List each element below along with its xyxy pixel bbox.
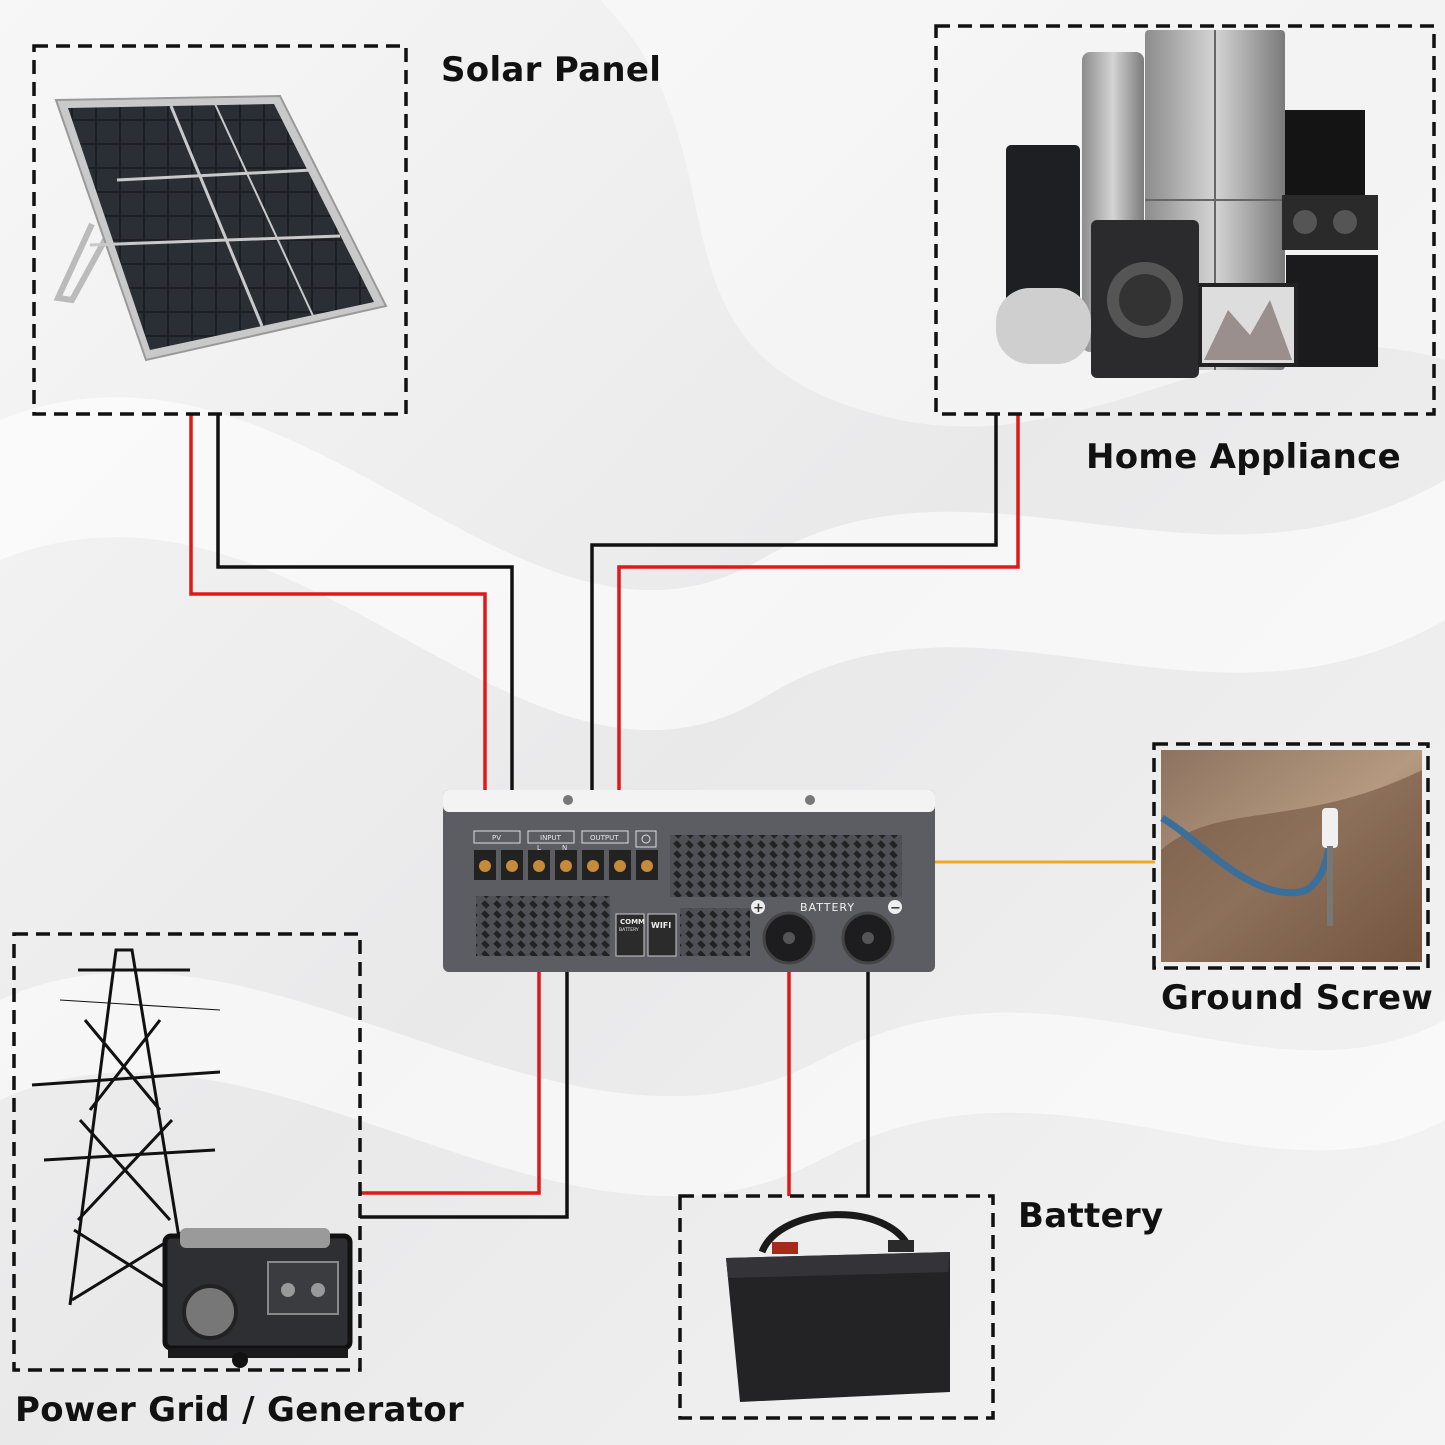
battery-label: Battery (1018, 1196, 1164, 1236)
appliance-negative-wire (590, 415, 998, 862)
home-appliance-frame-box (934, 24, 1436, 416)
battery-frame-box (678, 1194, 995, 1420)
power-grid-group (12, 932, 362, 1372)
home-appliance-group (934, 24, 1436, 416)
battery-group (678, 1194, 995, 1420)
background-wave (0, 397, 1445, 731)
battery-terminal-label: BATTERY (800, 901, 855, 914)
wires (189, 415, 1155, 1219)
pv-port-label: PV (492, 834, 501, 842)
solar-positive-wire (189, 415, 487, 862)
solar-negative-wire (216, 415, 514, 862)
wifi-port[interactable] (647, 913, 677, 957)
grid-negative-wire (360, 862, 569, 1219)
comm-label: COMM (620, 918, 645, 926)
power-grid-label: Power Grid / Generator (15, 1390, 465, 1430)
grid-positive-wire (360, 862, 541, 1195)
generator-icon (162, 1228, 353, 1368)
inverter-top-cap (443, 790, 935, 812)
solar-panel-label: Solar Panel (441, 50, 662, 90)
appliance-positive-wire (617, 415, 1020, 862)
wifi-label: WIFI (651, 921, 671, 930)
inverter: PV INPUT L N OUTPUT (443, 790, 935, 972)
solar-panel-frame-box (32, 44, 408, 416)
minus-icon (888, 900, 902, 914)
ground-screw-group (1152, 742, 1430, 970)
ground-screw-frame-box (1152, 742, 1430, 970)
inverter-vent-left (476, 896, 610, 956)
input-l-label: L (537, 844, 541, 852)
transmission-tower-icon (31, 948, 221, 1306)
home-appliance-label: Home Appliance (1086, 437, 1401, 477)
solar-panel-group (32, 44, 408, 416)
home-appliances-icon (996, 30, 1378, 378)
ground-screw-label: Ground Screw (1161, 978, 1434, 1018)
input-n-label: N (562, 844, 567, 852)
ground-screw-icon (1160, 750, 1422, 962)
terminal-block (474, 850, 658, 880)
comm-sub-label: BATTERY (619, 927, 639, 933)
minus-sign: − (890, 901, 901, 916)
comm-port[interactable] (615, 913, 645, 957)
power-grid-frame-box (12, 932, 362, 1372)
inverter-vent-mid (680, 908, 750, 956)
output-port-label: OUTPUT (590, 834, 619, 842)
inverter-vent-right (670, 835, 902, 897)
plus-icon (751, 900, 765, 914)
plus-sign: + (753, 901, 764, 916)
solar-panel-icon (53, 94, 388, 362)
input-port-label: INPUT (540, 834, 562, 842)
battery-icon (726, 1211, 950, 1402)
